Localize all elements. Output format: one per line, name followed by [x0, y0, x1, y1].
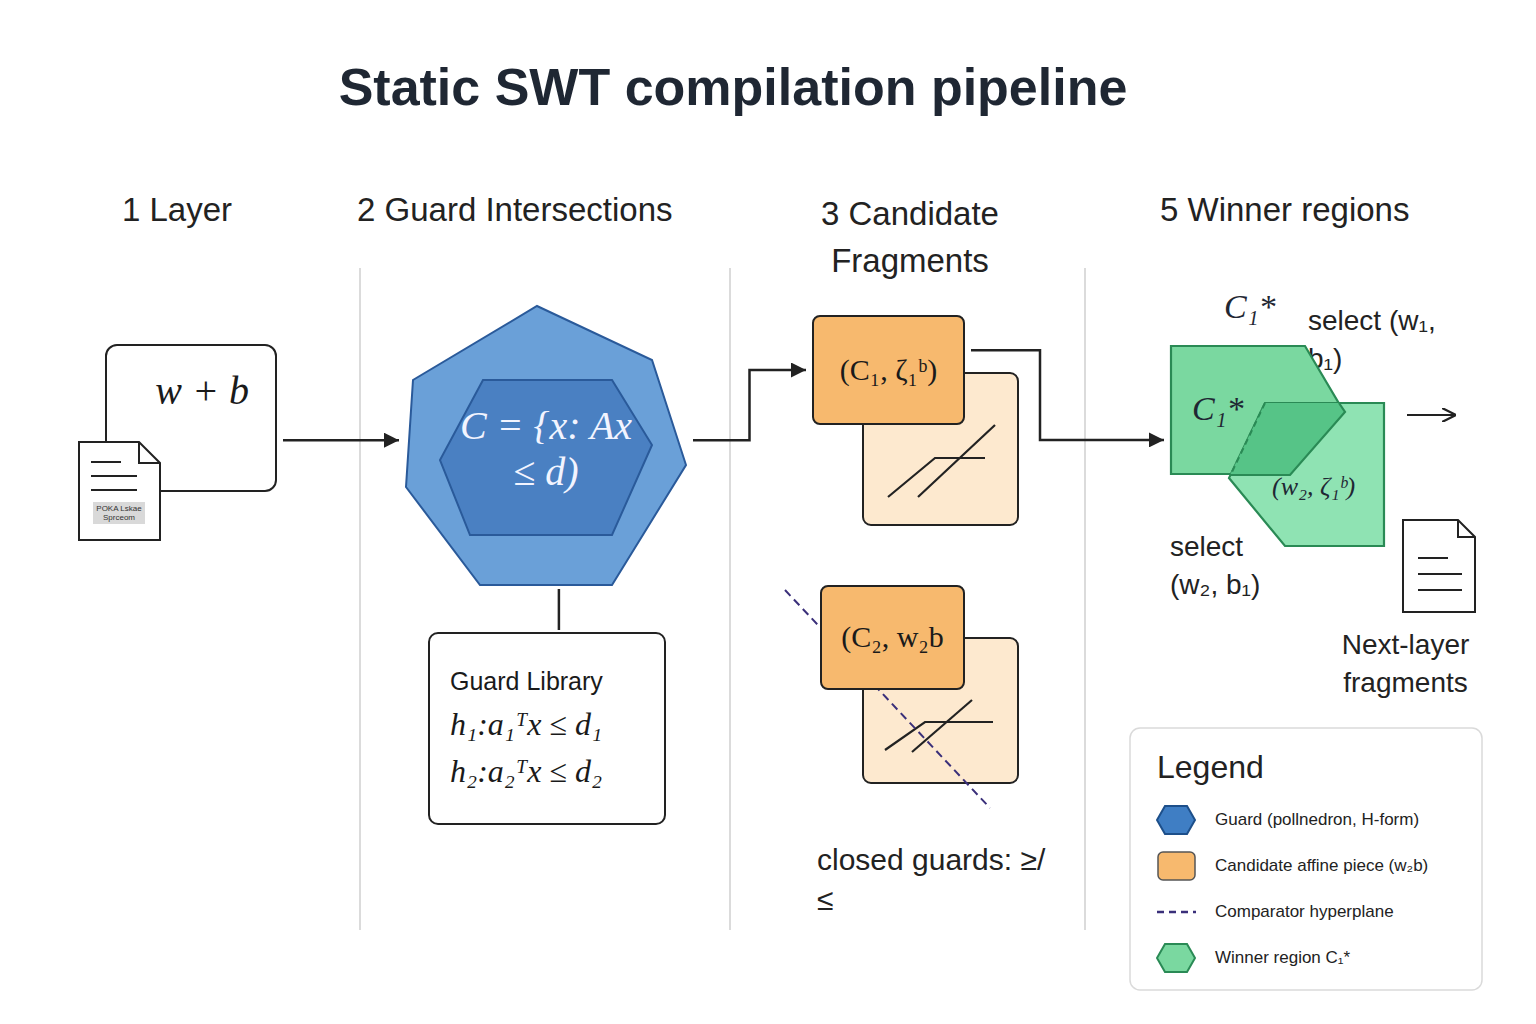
region-heading: C₁*: [1224, 287, 1276, 326]
legend-text: Candidate affine piece (w₂b): [1215, 856, 1428, 876]
document-line: [1418, 589, 1462, 591]
output-arrow: [1407, 414, 1456, 416]
document-fold: [1458, 520, 1475, 537]
affine-sketch: [912, 700, 972, 752]
guard-swatch: [1157, 806, 1195, 834]
guard-formula: C = {x: Ax ≤ d): [457, 403, 635, 495]
column-divider: [359, 268, 361, 930]
piece-label: (C₁, ζ₁ᵇ): [840, 353, 938, 388]
layer-formula: w + b: [155, 368, 249, 414]
region-label: C₁*: [1192, 389, 1244, 428]
output-label: Next-layer fragments: [1318, 626, 1493, 702]
piece-label: (C₂, w₂b: [841, 620, 944, 655]
legend-box: [1130, 728, 1482, 990]
document-line: [91, 489, 137, 491]
legend-text: Winner region C₁*: [1215, 948, 1350, 968]
legend-swatch: [1156, 896, 1197, 928]
node-outline: [77, 440, 162, 542]
comparator-cut: [1231, 403, 1265, 474]
winner-overlap: [1230, 403, 1345, 475]
swatch-fill: [1158, 852, 1195, 880]
legend-swatch: [1156, 942, 1197, 974]
affine-sketch: [918, 425, 995, 497]
document-line: [1418, 573, 1462, 575]
guard-polygon: [406, 306, 686, 585]
guard-constraint: h₂:a₂ᵀx ≤ d₂: [450, 753, 602, 790]
legend-title: Legend: [1157, 748, 1264, 786]
step-heading: 2 Guard Intersections: [357, 190, 673, 230]
guard-library-box: Guard Library h₁:a₁ᵀx ≤ d₁ h₂:a₂ᵀx ≤ d₂: [428, 632, 666, 825]
hyperplane-swatch: [1157, 911, 1196, 914]
guard-constraint: h₁:a₁ᵀx ≤ d₁: [450, 706, 602, 743]
document-icon: POKA Lskae Sprceom: [77, 440, 162, 542]
document-caption: POKA Lskae Sprceom: [93, 502, 145, 524]
legend-text: Guard (pollnedron, H-form): [1215, 810, 1419, 830]
flow-arrow: [283, 439, 399, 442]
step-heading: 3 Candidate Fragments: [790, 190, 1030, 284]
flow-arrow: [693, 370, 806, 440]
winner-polygon: [1229, 403, 1384, 546]
column-divider: [729, 268, 731, 930]
guard-intersection: [440, 380, 652, 535]
affine-sketch: [888, 458, 985, 497]
document-outline: [79, 442, 160, 540]
column-divider: [1084, 268, 1086, 930]
document-line: [91, 475, 137, 477]
library-title: Guard Library: [450, 667, 603, 696]
winner-swatch: [1157, 944, 1195, 972]
legend-swatch: [1156, 850, 1197, 882]
flow-arrow: [558, 589, 561, 630]
flow-arrow: [971, 350, 1164, 440]
legend-text: Comparator hyperplane: [1215, 902, 1394, 922]
winner-region: (w₂, ζ₁ᵇ): [1228, 402, 1385, 547]
document-icon: [1403, 520, 1475, 612]
affine-sketch: [885, 722, 993, 750]
step-heading: 1 Layer: [122, 190, 232, 230]
candidate-piece: (C₂, w₂b: [820, 585, 965, 690]
region-label: (w₂, ζ₁ᵇ): [1272, 472, 1355, 502]
winner-border: [1230, 403, 1345, 475]
select-label: select (w₁, b₁): [1308, 302, 1436, 378]
note-text: closed guards: ≥/≤: [817, 840, 1057, 920]
document-line: [91, 461, 121, 463]
guard-polyhedron: C = {x: Ax ≤ d): [405, 305, 687, 587]
document-fold: [139, 442, 160, 463]
candidate-piece: (C₁, ζ₁ᵇ): [812, 315, 965, 425]
document-line: [1418, 557, 1448, 559]
legend-swatch: [1156, 804, 1197, 836]
step-heading: 5 Winner regions: [1160, 190, 1409, 230]
diagram-title: Static SWT compilation pipeline: [339, 58, 1128, 118]
